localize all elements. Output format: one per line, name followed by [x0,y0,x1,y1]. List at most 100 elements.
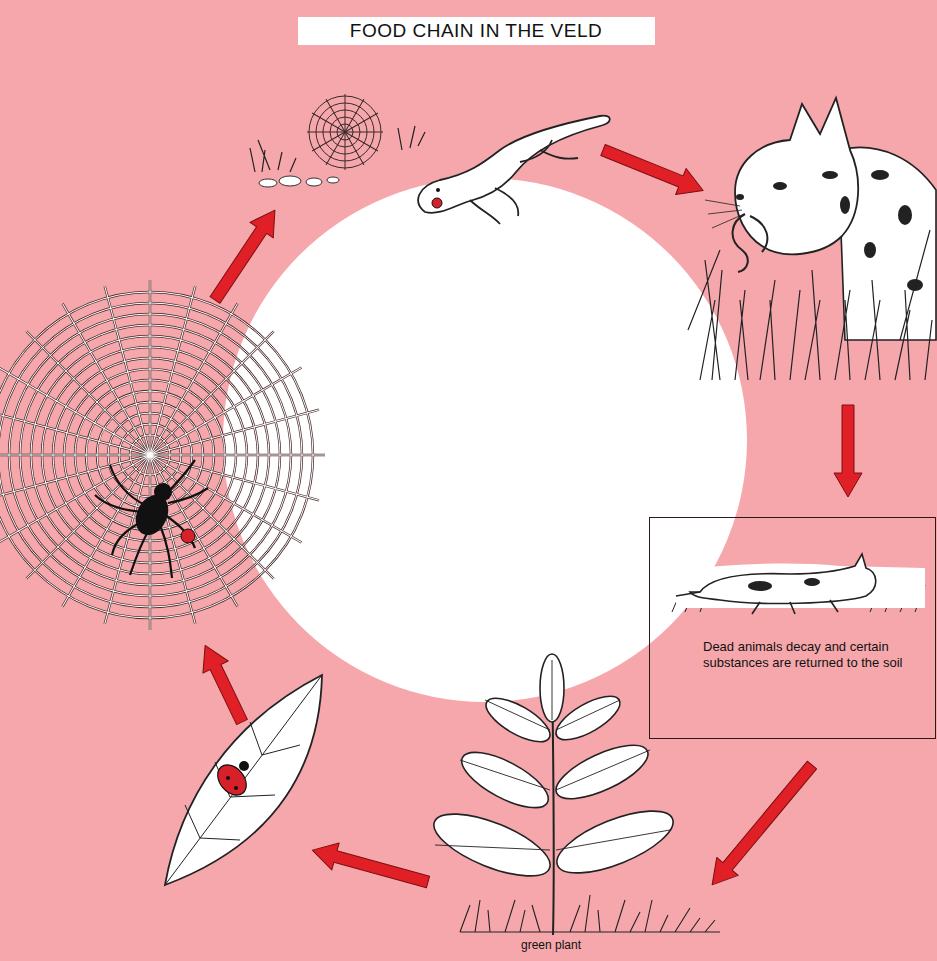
cycle-arrows-part [309,837,432,896]
wild-cat-part [864,242,876,258]
spider-web-part [150,455,274,579]
lizard-scene-part [345,132,346,170]
spider-web-part [150,455,302,543]
lizard-scene-part [330,117,360,147]
note-box: Dead animals decay and certain substance… [649,517,936,739]
lizard-scene-part [418,116,610,213]
spider-web-part [150,455,151,630]
leaf-with-beetle [165,675,322,885]
spider-web-part [150,286,195,455]
dead-cat [672,554,925,614]
wild-cat-part [840,196,850,214]
lizard-scene [250,94,610,224]
spider-web-part [150,454,325,456]
spider-web-part [150,455,238,607]
spider-web-part [150,455,319,500]
diagram-title: FOOD CHAIN IN THE VELD [298,17,655,45]
spider-web-part [150,280,151,455]
dead-cat-part [804,578,820,586]
lizard-scene-part [307,132,345,133]
spider-web-part [31,336,269,574]
spider-web-part [0,303,302,607]
spider-web-part [0,455,150,543]
spider-web-part [0,292,313,618]
spider-web-part [9,314,291,596]
dead-cat-part [690,554,876,603]
leaf-with-beetle-part [226,776,230,780]
lizard-scene-part [337,124,353,140]
box-text: Dead animals decay and certain substance… [703,639,903,671]
cycle-arrows-part [598,137,709,203]
cycle-arrows-part [203,202,286,307]
spider-part [168,488,208,503]
spider-part [160,525,172,578]
spider-web-part [105,286,150,455]
wild-cat-part [733,214,768,272]
lizard-scene-part [316,103,374,161]
spider-web-part [97,402,203,508]
lizard-scene-part [250,126,425,172]
spider-web-part [26,455,150,579]
spider-web-part [53,358,247,552]
spider-web-part [150,303,238,455]
wild-cat-part [736,170,923,291]
lizard-scene-part [436,188,440,192]
spider-web-part [105,286,150,455]
lizard-scene-part [279,176,301,186]
spider-web-part [150,410,319,455]
spider-web-part [105,455,150,624]
spider-web-part [150,455,325,456]
wild-cat-part [736,194,744,200]
spider-part [165,515,195,548]
green-plant-part [454,742,556,819]
lizard-scene-part [326,99,345,132]
cycle-arrows-part [701,756,822,894]
plant-label: green plant [521,938,581,953]
spider-web-part [150,455,319,500]
wild-cat-part [735,98,858,254]
wild-cat-part [705,200,744,228]
cycle-arrows-part [193,639,255,728]
dead-cat-part [748,581,772,591]
green-plant-part [460,895,720,932]
spider-web-part [42,347,258,563]
leaf-with-beetle-part [165,675,322,885]
spider-web-part [26,331,150,455]
spider-part [110,465,145,505]
spider-part [181,529,195,543]
spider-web-part [149,455,151,630]
spider [95,460,208,578]
lizard-scene-part [470,140,578,224]
wild-cat-part [871,170,889,180]
green-plant-part [426,801,557,888]
spider-web-part [130,435,170,475]
lizard-scene-part [309,96,381,168]
spider-web-part [119,424,181,486]
spider-web-part [150,410,319,455]
spider-part [154,483,172,501]
wild-cat-part [822,171,838,179]
spider-web-part [150,331,274,455]
green-plant-part [549,798,680,885]
spider-web-part [63,303,151,455]
green-plant-part [435,660,670,850]
green-plant-part [426,654,680,889]
lizard-scene-part [323,110,367,154]
wild-cat [688,98,936,380]
spider-web-part [0,280,325,630]
spider-web-part [150,368,302,456]
lizard-scene-part [312,132,345,151]
lizard-scene-part [345,113,378,132]
leaf-with-beetle-part [212,759,252,800]
lizard-scene-part [432,198,442,208]
lizard-scene-part [345,132,364,165]
spider-part [95,495,143,512]
spider-part [95,460,208,578]
leaf-with-beetle-part [239,761,249,771]
lizard-scene-part [345,94,346,132]
spider-web-part [64,369,236,541]
lizard-scene-part [259,179,277,187]
lizard-scene-part [259,176,339,187]
green-plant [426,654,720,935]
